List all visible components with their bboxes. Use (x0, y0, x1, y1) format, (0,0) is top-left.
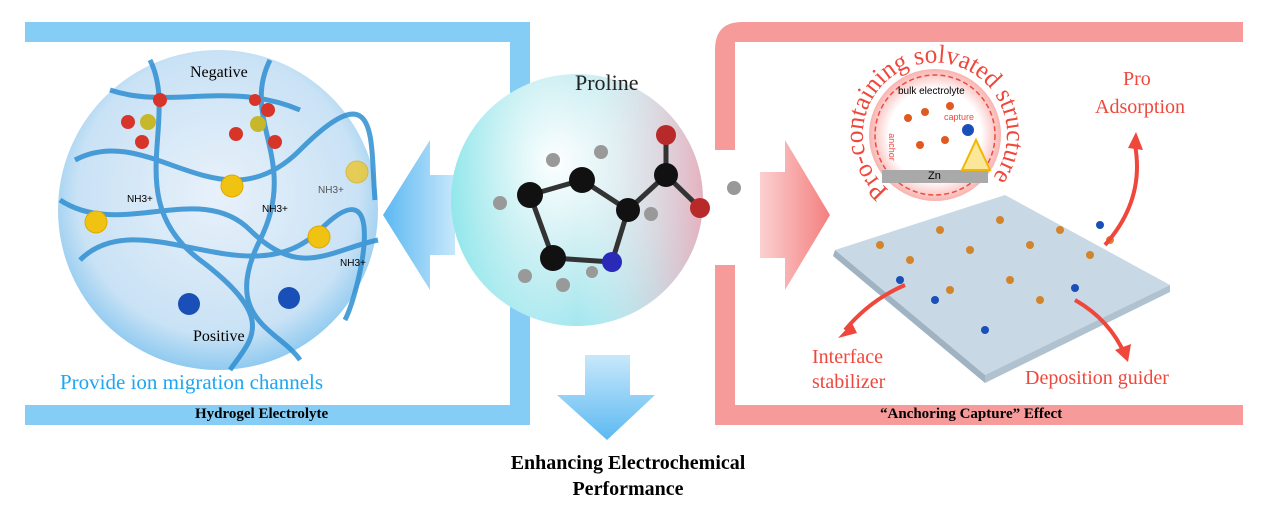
nh3-label: NH3+ (262, 204, 288, 215)
adsorption-arrow (1103, 144, 1139, 247)
left-arrow (383, 140, 455, 290)
proline-sphere (451, 74, 741, 326)
zn-surface-illustration (833, 132, 1170, 383)
interface-label: Interface (812, 346, 884, 368)
nh3-label: NH3+ (318, 185, 344, 196)
left-frame (25, 22, 530, 425)
anchor-label: anchor (886, 133, 897, 161)
zn-label: Zn (928, 170, 941, 182)
performance-caption-line2: Performance (572, 478, 684, 500)
down-arrow (557, 355, 655, 440)
bulk-electrolyte-label: bulk electrolyte (898, 86, 965, 97)
nh3-label: NH3+ (340, 258, 366, 269)
adsorption-label: Adsorption (1095, 96, 1185, 118)
capture-label: capture (944, 112, 975, 122)
interface-arrow (843, 283, 906, 332)
negative-label: Negative (190, 64, 248, 81)
pro-label: Pro (1123, 68, 1151, 90)
performance-caption-line1: Enhancing Electrochemical (510, 452, 746, 474)
right-frame (715, 22, 1243, 425)
positive-label: Positive (193, 328, 245, 345)
stabilizer-label: stabilizer (812, 371, 886, 393)
deposition-guider-label: Deposition guider (1025, 367, 1169, 389)
ion-migration-caption: Provide ion migration channels (60, 370, 324, 394)
hydrogel-illustration (58, 50, 379, 372)
anchoring-capture-label: “Anchoring Capture” Effect (880, 406, 1063, 422)
right-arrow (760, 140, 830, 290)
hydrogel-electrolyte-label: Hydrogel Electrolyte (195, 406, 329, 422)
solvated-structure-inset: Pro-containing solvated structure (840, 39, 1030, 206)
proline-label: Proline (575, 70, 639, 95)
nh3-label: NH3+ (127, 194, 153, 205)
